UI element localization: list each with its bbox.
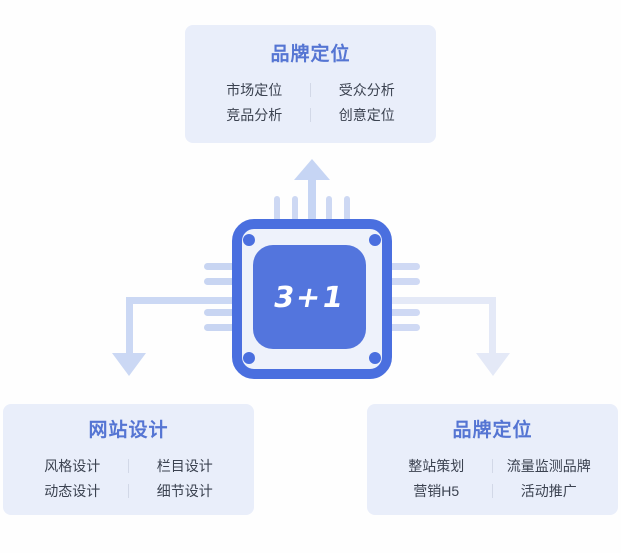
chip-pin-top	[274, 196, 280, 220]
vertical-divider	[492, 483, 493, 498]
card-item: 市场定位	[226, 81, 283, 98]
vertical-divider	[128, 483, 129, 498]
card-title: 品牌定位	[270, 44, 351, 65]
arrow-up-shaft	[308, 178, 316, 220]
card-row: 整站策划 流量监测品牌	[381, 453, 605, 478]
chip-corner-screw	[369, 234, 381, 246]
chip-corner-screw	[243, 352, 255, 364]
arrow-down-left-icon	[112, 353, 146, 376]
arrow-down-right-line	[388, 297, 496, 304]
card-title: 品牌定位	[452, 420, 533, 441]
card-item: 栏目设计	[156, 457, 213, 474]
chip-pin-top	[292, 196, 298, 220]
chip-label: 3+1	[271, 280, 348, 314]
card-item: 动态设计	[44, 482, 101, 499]
card-item: 活动推广	[520, 482, 577, 499]
chip-pin-left	[204, 278, 232, 285]
card-title: 网站设计	[88, 420, 169, 441]
chip-pin-left	[204, 263, 232, 270]
chip-pin-left	[204, 324, 232, 331]
chip-pin-left	[204, 309, 232, 316]
chip-core: 3+1	[253, 245, 366, 349]
arrow-up-icon	[294, 159, 330, 180]
chip-pin-right	[392, 263, 420, 270]
card-item: 风格设计	[44, 457, 101, 474]
chip-pin-top	[344, 196, 350, 220]
vertical-divider	[310, 107, 311, 122]
card-item: 整站策划	[408, 457, 465, 474]
card-item: 细节设计	[156, 482, 213, 499]
card-item: 竞品分析	[226, 106, 283, 123]
card-item: 创意定位	[338, 106, 395, 123]
card-row: 市场定位 受众分析	[199, 77, 423, 102]
arrow-down-left-line	[126, 297, 133, 355]
card-item: 流量监测品牌	[506, 457, 591, 474]
card-row: 风格设计 栏目设计	[17, 453, 241, 478]
card-brand-positioning-top: 品牌定位 市场定位 受众分析 竞品分析 创意定位	[185, 25, 436, 143]
chip-pin-right	[392, 278, 420, 285]
card-row: 竞品分析 创意定位	[199, 102, 423, 127]
chip-pin-right	[392, 309, 420, 316]
card-item: 营销H5	[413, 482, 460, 499]
card-row: 动态设计 细节设计	[17, 478, 241, 503]
vertical-divider	[310, 82, 311, 97]
vertical-divider	[128, 458, 129, 473]
card-brand-positioning-bottom: 品牌定位 整站策划 流量监测品牌 营销H5 活动推广	[367, 404, 618, 515]
chip-corner-screw	[243, 234, 255, 246]
chip-pin-right	[392, 324, 420, 331]
card-item: 受众分析	[338, 81, 395, 98]
vertical-divider	[492, 458, 493, 473]
arrow-down-right-icon	[476, 353, 510, 376]
arrow-down-left-line	[126, 297, 236, 304]
card-row: 营销H5 活动推广	[381, 478, 605, 503]
arrow-down-right-line	[489, 297, 496, 355]
chip-pin-top	[326, 196, 332, 220]
card-website-design: 网站设计 风格设计 栏目设计 动态设计 细节设计	[3, 404, 254, 515]
chip-corner-screw	[369, 352, 381, 364]
